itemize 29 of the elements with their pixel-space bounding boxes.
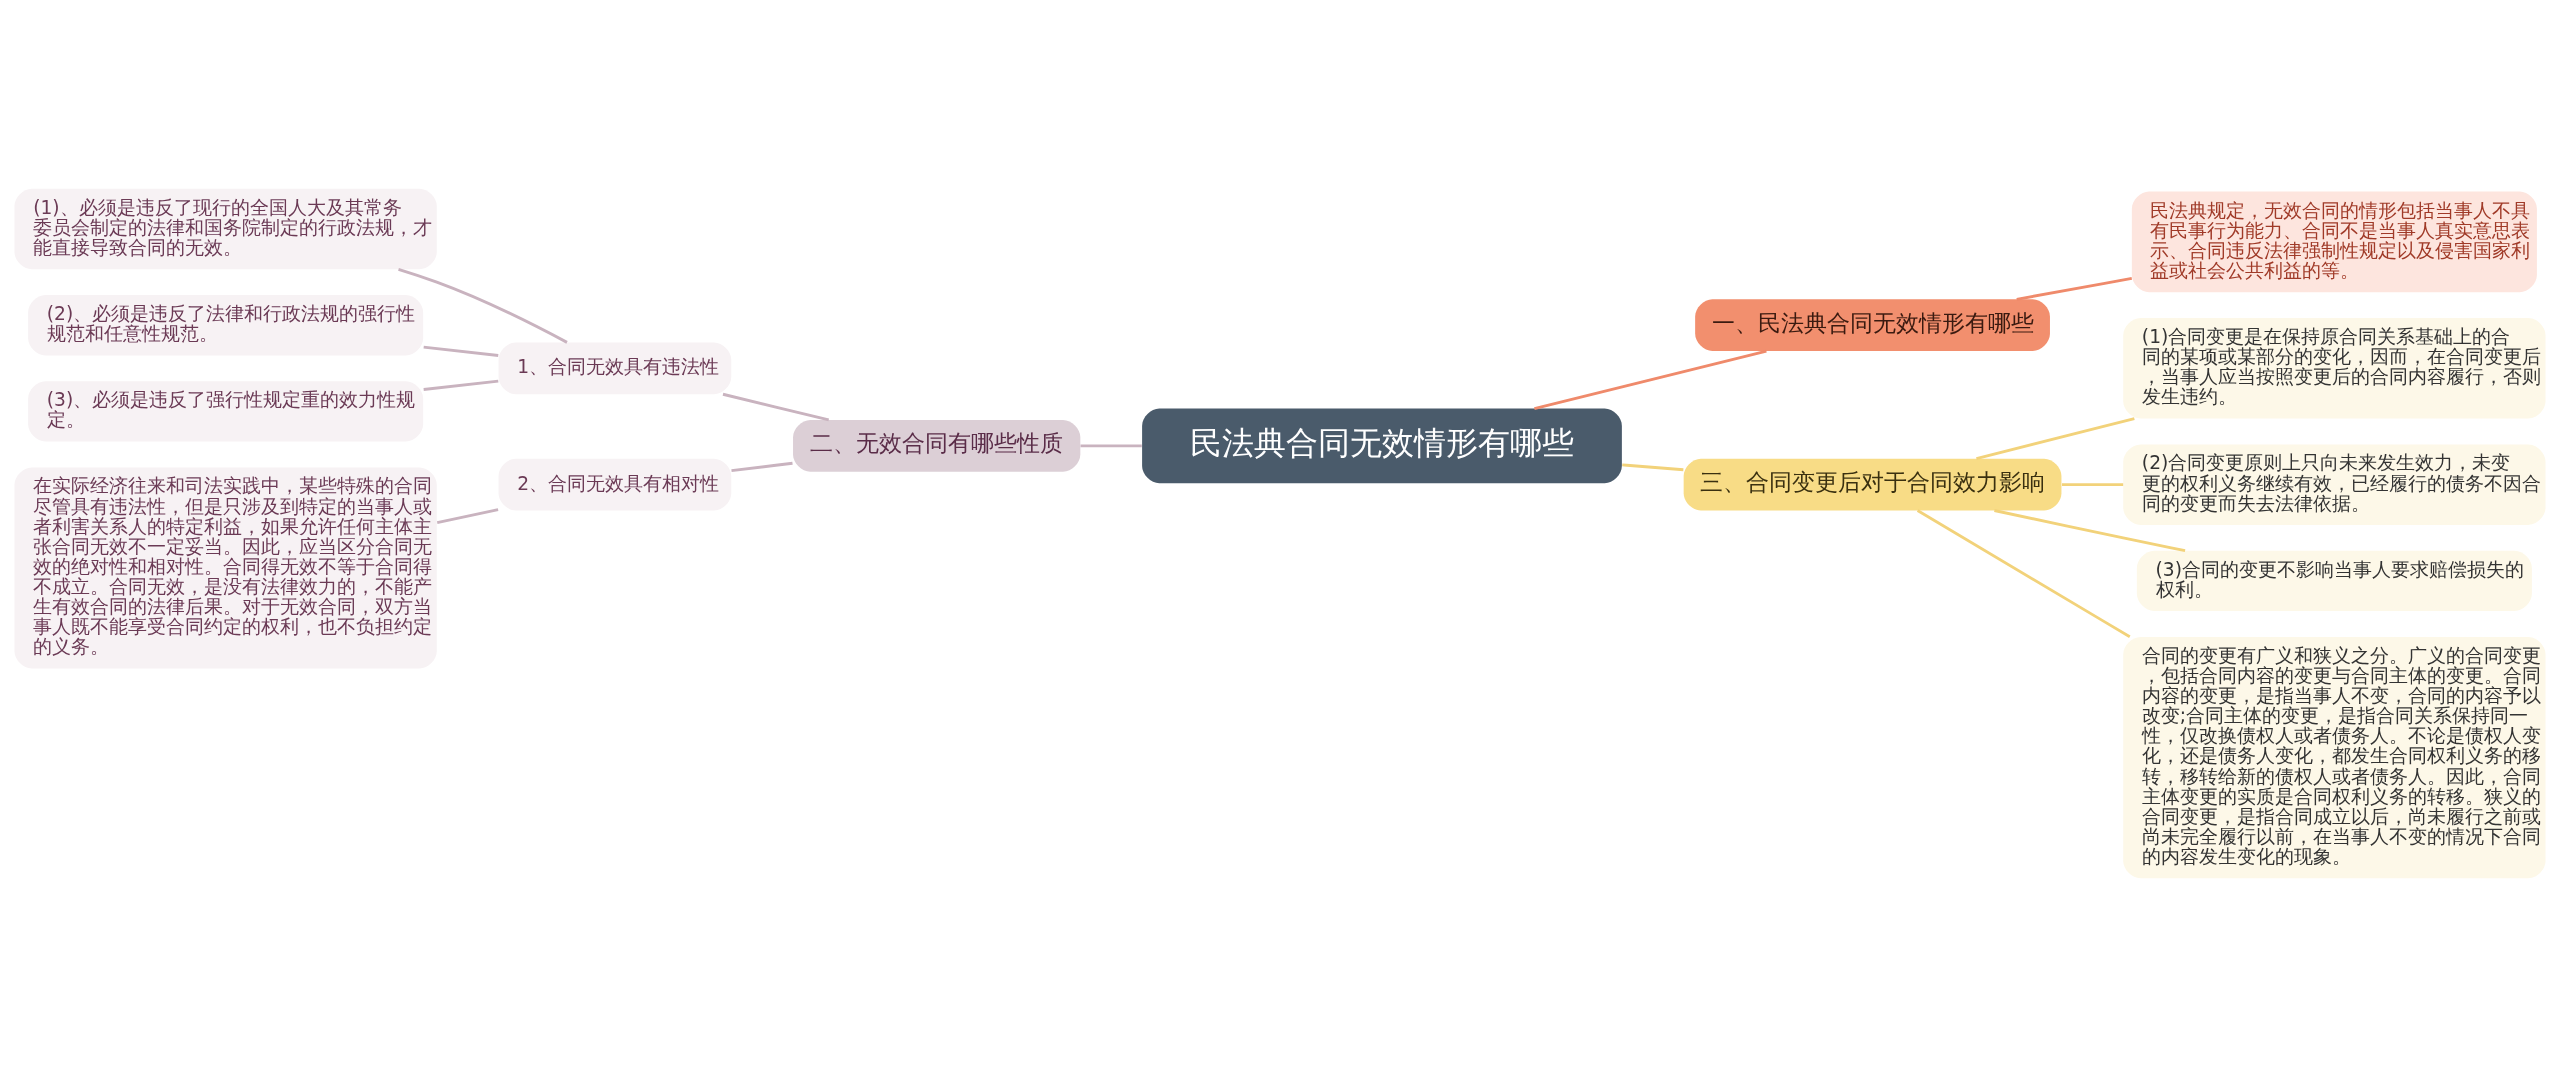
connector — [2016, 276, 2133, 301]
node-box: (2)合同变更原则上只向未来发生效力，未变更的权利义务继续有效，已经履行的债务不因合同的变更而失去法律依据。 — [2123, 443, 2546, 525]
connector — [1994, 508, 2186, 552]
node-box: (3)合同的变更不影响当事人要求赔偿损失的权利。 — [2136, 550, 2532, 611]
connector — [423, 345, 499, 357]
connector — [436, 507, 499, 524]
connector — [1534, 349, 1767, 410]
node-box: (1)合同变更是在保持原合同关系基础上的合同的某项或某部分的变化，因而，在合同变更后，当事人应当按照变更后的合同内容履行，否则发生违约。 — [2123, 317, 2546, 419]
node-box: 三、合同变更后对于合同效力影响 — [1683, 458, 2062, 510]
node-box: 1、合同无效具有违法性 — [498, 341, 732, 394]
node-box: (3)、必须是违反了强行性规定重的效力性规定。 — [28, 380, 424, 442]
node-box: 一、民法典合同无效情形有哪些 — [1695, 298, 2050, 351]
connector — [722, 392, 830, 421]
node-box: (1)、必须是违反了现行的全国人大及其常务委员会制定的法律和国务院制定的行政法规，才能直接导致合同的无效。 — [14, 188, 437, 269]
connector — [398, 267, 568, 344]
node-box: 2、合同无效具有相对性 — [498, 458, 732, 510]
node-box: 民法典规定，无效合同的情形包括当事人不具有民事行为能力、合同不是当事人真实意思表示、合同违反法律强制性规定以及侵害国家利益或社会公共利益的等。 — [2131, 191, 2537, 292]
connector — [1080, 443, 1142, 447]
node-box: (2)、必须是违反了法律和行政法规的强行性规范和任意性规范。 — [28, 294, 424, 355]
connector — [423, 379, 499, 391]
connector — [1916, 508, 2131, 638]
connector — [731, 461, 793, 472]
connector — [1622, 462, 1684, 471]
node-box: 合同的变更有广义和狭义之分。广义的合同变更，包括合同内容的变更与合同主体的变更。合同内容的变更，是指当事人不变，合同的内容予以改变;合同主体的变更，是指合同关系保持同一性，仅改换债权人或者债务人。不论是债权人变化，还是债务人变化，都发生合同权利义务的移转，移转给新的债权人或者债务人。因此，合同主体变更的实质是合同权利义务的转移。狭义的合同变更，是指合同成立以后，尚未履行之前或尚未完全履行以前，在当事人不变的情况下合同的内容发生变化的现象。 — [2123, 636, 2546, 878]
node-box: 在实际经济往来和司法实践中，某些特殊的合同尽管具有违法性，但是只涉及到特定的当事人或者利害关系人的特定利益，如果允许任何主体主张合同无效不一定妥当。因此，应当区分合同无效的绝对性和相对性。合同得无效不等于合同得不成立。合同无效，是没有法律效力的，不能产生有效合同的法律后果。对于无效合同，双方当事人既不能享受合同约定的权利，也不负担约定的义务。 — [14, 466, 437, 669]
node-box: 民法典合同无效情形有哪些 — [1142, 408, 1622, 483]
connector — [1976, 416, 2135, 460]
node-box: 二、无效合同有哪些性质 — [793, 419, 1081, 472]
connector — [2061, 482, 2124, 486]
